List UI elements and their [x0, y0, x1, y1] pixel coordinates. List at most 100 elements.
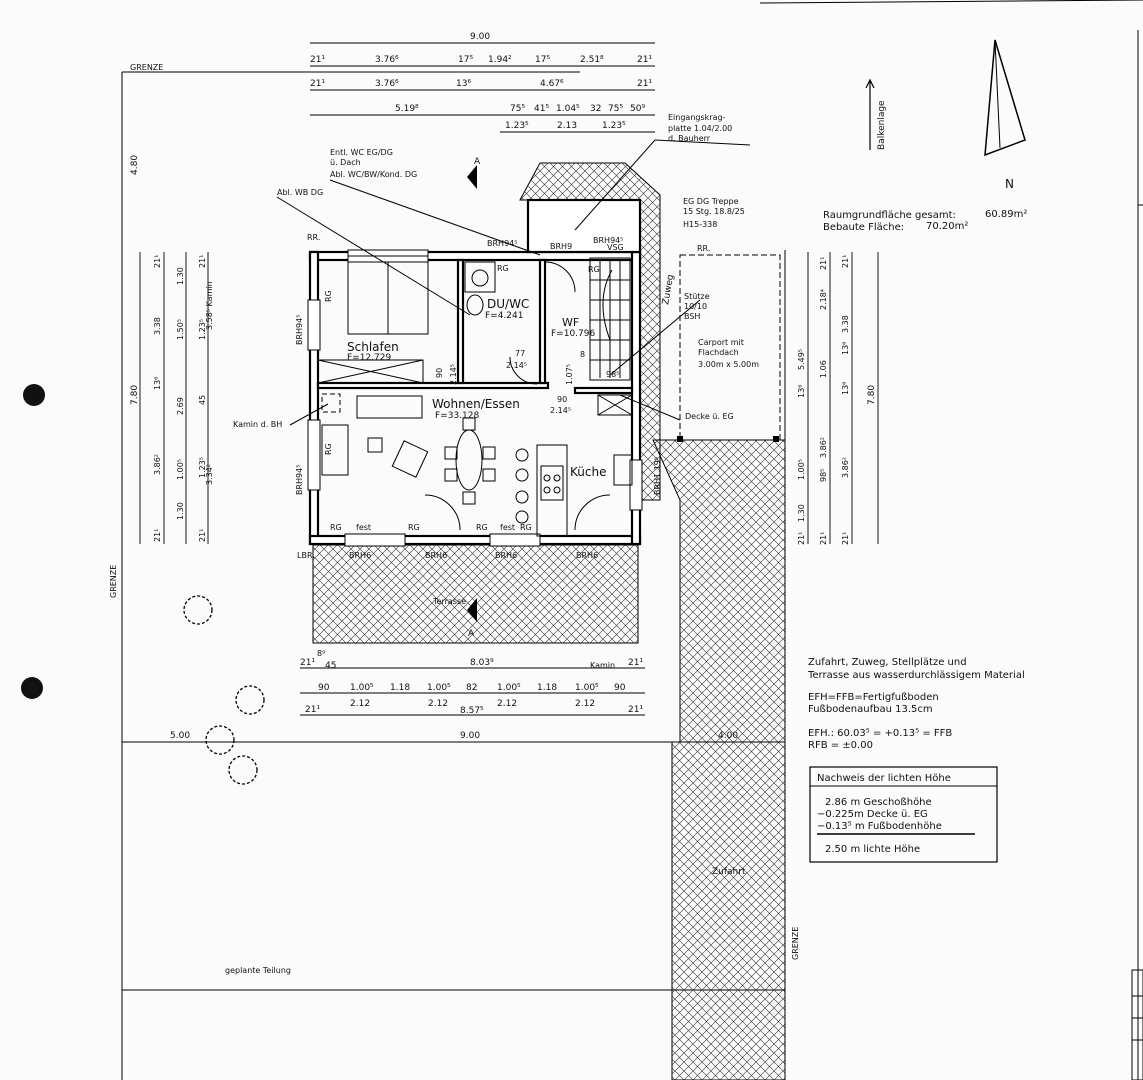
svg-text:75⁵: 75⁵	[608, 104, 623, 114]
dim-top-total: 9.00	[470, 32, 490, 42]
svg-text:3.86²: 3.86²	[841, 457, 850, 478]
svg-text:90: 90	[318, 683, 330, 693]
wall-markers: BRH94⁵ BRH9 BRH94⁵ VSG BRH94⁵ BRH94⁵ BRH…	[295, 233, 710, 560]
nachweis-line-2: −0.225m Decke ü. EG	[817, 809, 928, 820]
svg-text:BRH94⁵: BRH94⁵	[593, 236, 623, 245]
dim-left-col-c: 21¹ 1.23⁵ 3.58⁵ Kamin 45 1.23⁵ 3.34² 21¹	[198, 255, 214, 542]
dim-bottom-row1: 21¹ 8⁹ 45 8.03⁹ Kamin 21¹	[300, 649, 643, 671]
svg-text:1.00⁵: 1.00⁵	[497, 683, 521, 693]
svg-text:2.14⁵: 2.14⁵	[449, 364, 458, 385]
svg-text:Eingangskrag-: Eingangskrag-	[668, 113, 726, 122]
svg-text:2.12: 2.12	[575, 699, 595, 709]
grenze-label-top: GRENZE	[130, 63, 163, 72]
kitchen-counter	[536, 444, 568, 537]
kamin	[321, 393, 341, 413]
zuweg-label: Zuweg	[661, 274, 676, 306]
svg-text:21¹: 21¹	[797, 532, 806, 545]
svg-text:VSG: VSG	[607, 243, 624, 252]
svg-text:fest: fest	[500, 523, 515, 532]
svg-text:21¹: 21¹	[305, 705, 320, 715]
svg-text:45: 45	[198, 395, 207, 405]
svg-text:BRH9: BRH9	[550, 242, 572, 251]
dim-left-col-a: 21¹ 3.38 13⁶ 3.86² 21¹	[153, 255, 162, 542]
svg-text:BRH94⁵: BRH94⁵	[295, 465, 304, 495]
stuetze-note: Stütze 10/10 BSH	[684, 292, 710, 321]
svg-text:90: 90	[435, 368, 444, 378]
room-kueche-name: Küche	[570, 465, 606, 479]
svg-text:RFB = ±0.00: RFB = ±0.00	[808, 740, 873, 751]
dim-right-col-a: 5.49⁵ 13⁶ 1.00⁵ 1.30 21¹	[797, 349, 806, 545]
svg-text:3.38: 3.38	[841, 315, 850, 333]
svg-text:2.13: 2.13	[557, 121, 577, 131]
room-wohnen-name: Wohnen/Essen	[432, 397, 520, 411]
carport-post	[677, 436, 683, 442]
svg-text:21¹: 21¹	[637, 55, 652, 65]
svg-text:2.12: 2.12	[350, 699, 370, 709]
svg-text:RG: RG	[324, 443, 333, 455]
dim-top-row4: 5.19⁸ 75⁵ 41⁵ 1.04⁵ 32 75⁵ 50⁹	[395, 104, 645, 114]
terrasse-label: Terrasse	[432, 597, 466, 606]
dim-right-col-c: 21¹ 13⁶ 3.38 13⁶ 3.86² 21¹	[841, 255, 850, 545]
svg-text:21¹: 21¹	[637, 79, 652, 89]
svg-text:75⁵: 75⁵	[510, 104, 525, 114]
north-label: N	[1005, 177, 1014, 191]
svg-text:1.07⁵: 1.07⁵	[565, 364, 574, 385]
svg-text:21¹: 21¹	[628, 705, 643, 715]
grenze-label-left: GRENZE	[109, 565, 118, 598]
svg-text:21¹: 21¹	[300, 658, 315, 668]
svg-text:3.00m x 5.00m: 3.00m x 5.00m	[698, 360, 759, 369]
svg-text:RG: RG	[324, 290, 333, 302]
svg-text:13⁶: 13⁶	[456, 79, 471, 89]
svg-text:RG: RG	[408, 523, 420, 532]
svg-text:1.30: 1.30	[176, 502, 185, 520]
svg-text:EFH.: 60.03⁵ = +0.13⁵ = FFB: EFH.: 60.03⁵ = +0.13⁵ = FFB	[808, 728, 952, 739]
svg-text:Entl. WC EG/DG: Entl. WC EG/DG	[330, 148, 393, 157]
svg-text:Zufahrt, Zuweg, Stellplätze un: Zufahrt, Zuweg, Stellplätze und	[808, 657, 967, 668]
svg-text:77: 77	[515, 349, 525, 358]
svg-text:1.06: 1.06	[819, 360, 828, 378]
room-wf-name: WF	[562, 316, 579, 329]
svg-text:45: 45	[325, 661, 336, 671]
svg-text:21¹: 21¹	[310, 55, 325, 65]
svg-text:41⁵: 41⁵	[534, 104, 549, 114]
svg-text:platte 1.04/2.00: platte 1.04/2.00	[668, 124, 732, 133]
door-swings	[424, 261, 611, 531]
furniture	[317, 261, 633, 537]
svg-text:Kamin: Kamin	[590, 661, 615, 670]
section-label-top: A	[474, 157, 481, 167]
room-wf-area: F=10.796	[551, 329, 595, 339]
svg-text:1.00⁵: 1.00⁵	[350, 683, 374, 693]
svg-text:EFH=FFB=Fertigfußboden: EFH=FFB=Fertigfußboden	[808, 692, 939, 703]
dim-bottom-row2: 90 1.00⁵ 1.18 1.00⁵ 82 1.00⁵ 1.18 1.00⁵ …	[318, 683, 626, 693]
svg-text:98⁵: 98⁵	[606, 370, 619, 379]
svg-text:3.76⁶: 3.76⁶	[375, 55, 399, 65]
nachweis-line-1: 2.86 m Geschoßhöhe	[825, 797, 932, 808]
armchair-2	[391, 440, 429, 478]
svg-text:2.18⁴: 2.18⁴	[819, 289, 828, 310]
dim-top-row2: 21¹ 3.76⁶ 17⁵ 1.94² 17⁵ 2.51⁸ 21¹	[310, 55, 652, 65]
sofa	[356, 395, 423, 419]
svg-text:21¹: 21¹	[819, 532, 828, 545]
raumgrund-label: Raumgrundfläche gesamt:	[823, 210, 956, 221]
svg-text:RR.: RR.	[697, 244, 710, 253]
section-arrow-top	[467, 165, 477, 189]
nachweis-result: 2.50 m lichte Höhe	[825, 844, 920, 855]
svg-text:13⁶: 13⁶	[153, 377, 162, 390]
eingang-note: Eingangskrag- platte 1.04/2.00 d. Bauher…	[668, 113, 732, 143]
dim-right-col-b: 21¹ 2.18⁴ 1.06 98⁵ 3.86² 21¹	[819, 257, 828, 545]
svg-text:2.12: 2.12	[428, 699, 448, 709]
svg-text:4.00: 4.00	[718, 731, 738, 741]
svg-text:1.23⁵: 1.23⁵	[602, 121, 626, 131]
svg-text:RR.: RR.	[307, 233, 320, 242]
dining-table	[455, 429, 483, 491]
svg-text:21¹: 21¹	[841, 255, 850, 268]
svg-text:4.67⁶: 4.67⁶	[540, 79, 564, 89]
svg-text:1.00⁵: 1.00⁵	[797, 459, 806, 480]
svg-text:9.00: 9.00	[460, 731, 480, 741]
svg-text:Abl. WC/BW/Kond. DG: Abl. WC/BW/Kond. DG	[330, 170, 417, 179]
section-arrow-bottom	[467, 598, 477, 622]
svg-text:82: 82	[466, 683, 477, 693]
svg-text:13⁶: 13⁶	[841, 342, 850, 355]
svg-text:BRH94⁵: BRH94⁵	[295, 315, 304, 345]
